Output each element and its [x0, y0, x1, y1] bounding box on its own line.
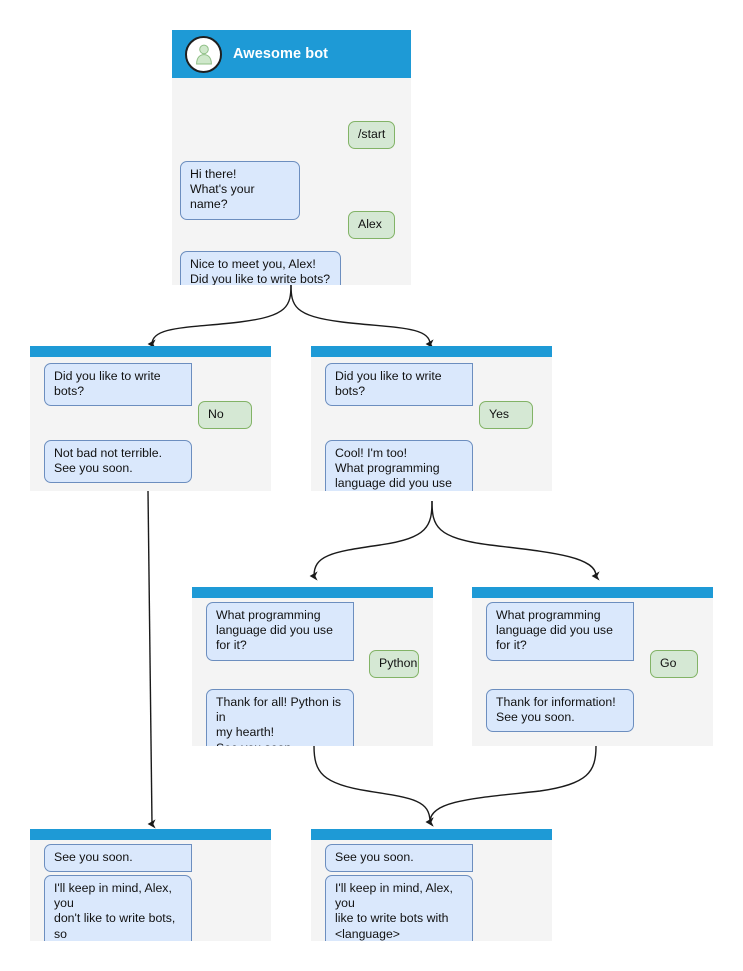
card-go-branch-header — [472, 587, 713, 598]
card-end-sad[interactable]: See you soon. I'll keep in mind, Alex, y… — [30, 829, 271, 941]
message-bubble-user[interactable]: Python — [369, 650, 419, 679]
message-bubble-bot[interactable]: Did you like to write bots? — [44, 363, 192, 407]
message-bubble-bot[interactable]: Nice to meet you, Alex! Did you like to … — [180, 251, 341, 285]
message-bubble-bot[interactable]: Hi there! What's your name? — [180, 161, 300, 220]
card-end-sad-header — [30, 829, 271, 840]
message-bubble-bot[interactable]: What programming language did you use fo… — [486, 602, 634, 661]
person-avatar-icon — [185, 35, 222, 73]
card-yes-branch[interactable]: Did you like to write bots? Yes Cool! I'… — [311, 346, 552, 491]
message-bubble-bot[interactable]: See you soon. — [44, 844, 192, 873]
edge-python-to-end-happy — [313, 745, 434, 827]
card-end-happy[interactable]: See you soon. I'll keep in mind, Alex, y… — [311, 829, 552, 941]
message-bubble-bot[interactable]: See you soon. — [325, 844, 473, 873]
card-end-sad-chat: See you soon. I'll keep in mind, Alex, y… — [30, 840, 271, 941]
message-bubble-bot[interactable]: I'll keep in mind, Alex, you don't like … — [44, 875, 192, 941]
message-bubble-bot[interactable]: Did you like to write bots? — [325, 363, 473, 407]
card-root-chat: /start Hi there! What's your name? Alex … — [172, 78, 411, 285]
card-go-branch[interactable]: What programming language did you use fo… — [472, 587, 713, 746]
card-python-branch-header — [192, 587, 433, 598]
message-bubble-bot[interactable]: What programming language did you use fo… — [206, 602, 354, 661]
message-bubble-bot[interactable]: Thank for all! Python is in my hearth! S… — [206, 689, 354, 746]
card-end-happy-chat: See you soon. I'll keep in mind, Alex, y… — [311, 840, 552, 941]
message-bubble-bot[interactable]: Thank for information! See you soon. — [486, 689, 634, 733]
card-end-happy-header — [311, 829, 552, 840]
bot-name-label: Awesome bot — [233, 46, 329, 62]
card-no-branch[interactable]: Did you like to write bots? No Not bad n… — [30, 346, 271, 491]
message-bubble-bot[interactable]: Cool! I'm too! What programming language… — [325, 440, 473, 491]
card-go-branch-chat: What programming language did you use fo… — [472, 598, 713, 746]
edge-no-to-end-sad — [147, 490, 156, 829]
message-bubble-user[interactable]: Yes — [479, 401, 533, 430]
card-no-branch-chat: Did you like to write bots? No Not bad n… — [30, 357, 271, 491]
edge-root-to-yes — [290, 283, 434, 349]
edge-go-to-end-happy — [425, 745, 597, 827]
card-root[interactable]: Awesome bot /start Hi there! What's your… — [172, 30, 411, 285]
edge-yes-to-python — [309, 500, 433, 581]
message-bubble-bot[interactable]: I'll keep in mind, Alex, you like to wri… — [325, 875, 473, 941]
card-python-branch-chat: What programming language did you use fo… — [192, 598, 433, 746]
message-bubble-user[interactable]: Alex — [348, 211, 395, 240]
message-bubble-bot[interactable]: Not bad not terrible. See you soon. — [44, 440, 192, 484]
message-bubble-user[interactable]: No — [198, 401, 252, 430]
edge-yes-to-go — [431, 500, 600, 581]
card-python-branch[interactable]: What programming language did you use fo… — [192, 587, 433, 746]
card-no-branch-header — [30, 346, 271, 357]
edge-root-to-no — [147, 283, 292, 349]
message-bubble-user[interactable]: /start — [348, 121, 395, 150]
card-root-header: Awesome bot — [172, 30, 411, 78]
card-yes-branch-header — [311, 346, 552, 357]
card-yes-branch-chat: Did you like to write bots? Yes Cool! I'… — [311, 357, 552, 491]
message-bubble-user[interactable]: Go — [650, 650, 698, 679]
